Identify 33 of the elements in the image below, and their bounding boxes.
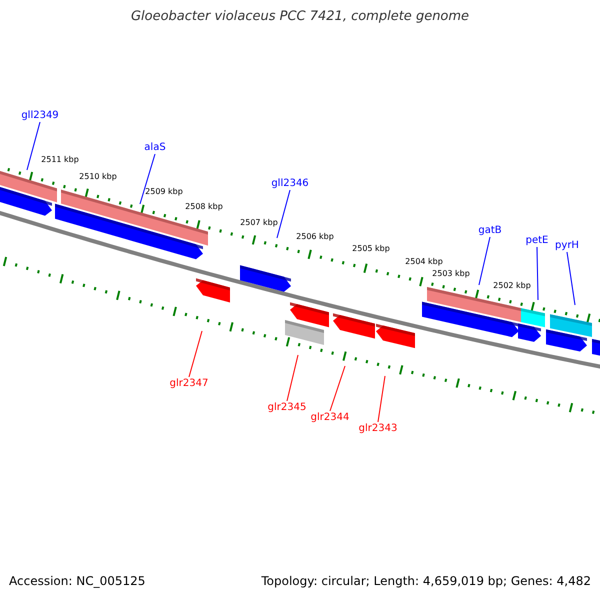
gene-label: glr2343 [358,422,398,435]
scale-label: 2510 kbp [79,172,117,182]
leader-line [26,122,40,170]
leader-line [276,190,290,238]
leader-line [536,246,538,300]
leader-line [140,154,156,204]
leader-line [478,236,490,286]
gene-label: alaS [143,141,167,154]
scale-label: 2503 kbp [432,269,470,279]
gene-label: glr2345 [266,401,308,414]
scale-label: 2507 kbp [240,218,278,228]
leader-line [330,366,346,412]
scale-label: 2508 kbp [185,202,223,212]
gene-label: gll2346 [270,177,310,190]
gene-label: gll2349 [20,109,60,122]
scale-label: 2504 kbp [405,257,443,267]
scale-label: 2505 kbp [352,244,390,254]
gene-label: petE [524,234,550,247]
scale-label: 2509 kbp [145,187,183,197]
leader-line [286,354,298,402]
scale-label: 2502 kbp [493,281,531,291]
scale-label: 2506 kbp [296,232,334,242]
diagram-title: Gloeobacter violaceus PCC 7421, complete genome [130,9,470,25]
genome-summary-text: Topology: circular; Length: 4,659,019 bp; Genes: 4,482 [261,574,591,589]
accession-text: Accession: NC_005125 [9,574,146,589]
gene-label: glr2344 [310,411,350,424]
leader-line [378,376,386,422]
leader-line [188,330,202,378]
gene-label: gatB [477,224,503,237]
gene-label: pyrH [554,239,580,252]
scale-label: 2511 kbp [41,155,79,165]
leader-line [566,252,576,306]
gene-label: glr2347 [168,377,210,390]
